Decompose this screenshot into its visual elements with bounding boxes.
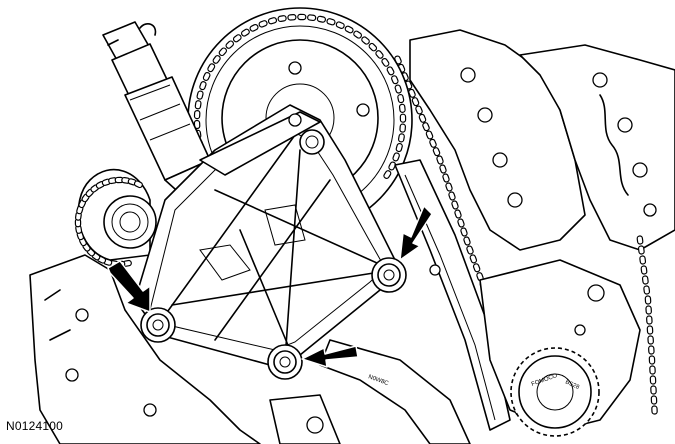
bolt-right [371, 257, 407, 293]
arrow-left [107, 260, 151, 313]
arrow-bottom [301, 345, 359, 368]
engine-block-left [29, 254, 261, 444]
left-chain-loop [74, 168, 157, 268]
crank-sprocket: FOMOCO BS28 [479, 259, 641, 437]
bolt-left [140, 307, 176, 343]
bs28-stamp: BS28 [564, 379, 580, 391]
chain-guide-bottom: N0W8C [269, 339, 471, 444]
figure-id-label: N0124100 [6, 419, 63, 433]
arrow-right [399, 205, 433, 261]
bolt-top [288, 113, 325, 155]
bolt-bottom [267, 344, 303, 380]
engine-block-right [409, 29, 675, 251]
